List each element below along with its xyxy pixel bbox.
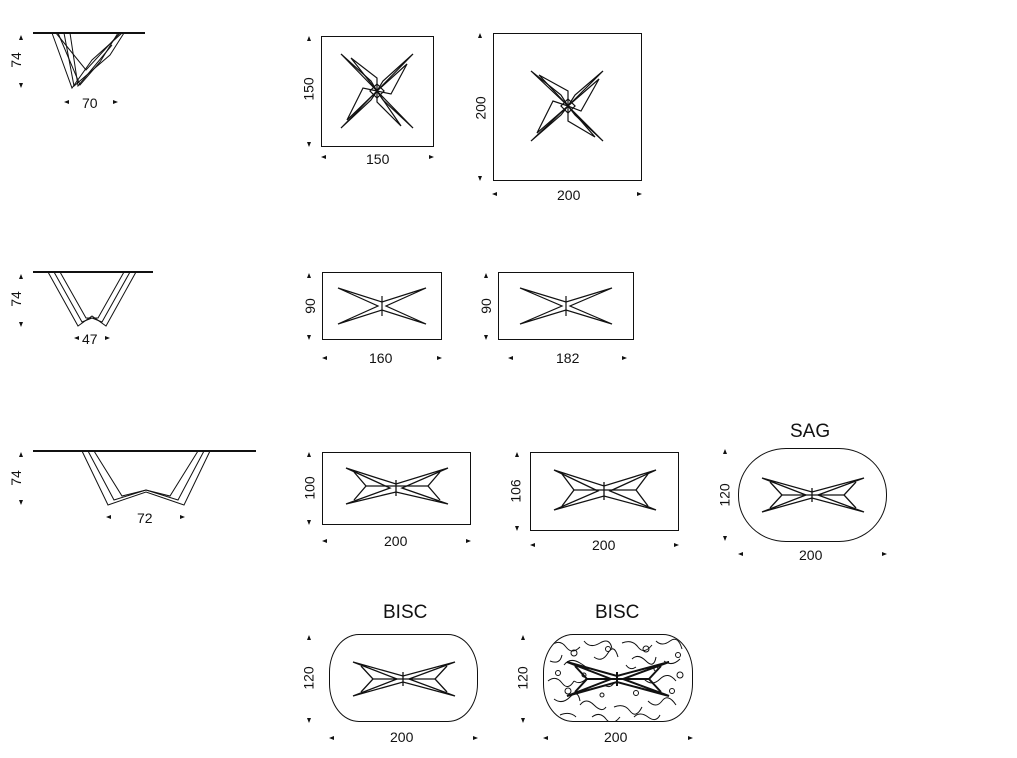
x-base-182	[519, 287, 613, 325]
top182-height: 90	[477, 298, 494, 314]
rect100-width: 200	[384, 533, 408, 549]
top200-height: 200	[472, 96, 489, 120]
top160-width: 160	[369, 350, 393, 366]
side-width-row3: 72	[137, 510, 153, 526]
side-view-legs-row3	[33, 450, 256, 506]
side-view-legs-row1	[33, 32, 145, 90]
top200-width: 200	[557, 187, 581, 203]
rect100-height: 100	[301, 476, 318, 500]
side-view-legs-row2	[33, 271, 153, 327]
x-base-bisc-marble	[566, 661, 670, 697]
top182-width: 182	[556, 350, 580, 366]
star-base-150	[340, 53, 414, 129]
bisc-marble-label: BISC	[595, 602, 640, 623]
top160-height: 90	[301, 298, 318, 314]
bisc-marble-height: 120	[514, 666, 531, 690]
rect106-height: 106	[507, 479, 524, 503]
star-base-200	[530, 70, 604, 142]
top150-height: 150	[300, 77, 317, 101]
x-base-sag	[761, 477, 865, 513]
x-base-rect-106	[553, 469, 657, 511]
bisc-marble-width: 200	[604, 729, 628, 745]
x-base-bisc	[352, 661, 456, 697]
sag-height: 120	[716, 483, 733, 507]
side-width-row2: 47	[82, 331, 98, 347]
rect106-width: 200	[592, 537, 616, 553]
sag-width: 200	[799, 547, 823, 563]
x-base-160	[337, 287, 427, 325]
bisc-width: 200	[390, 729, 414, 745]
side-width-row1: 70	[82, 95, 98, 111]
sag-label: SAG	[790, 421, 831, 442]
top150-width: 150	[366, 151, 390, 167]
side-height-row3: 74	[7, 470, 24, 486]
bisc-label: BISC	[383, 602, 428, 623]
x-base-rect-100	[345, 467, 449, 505]
bisc-height: 120	[300, 666, 317, 690]
